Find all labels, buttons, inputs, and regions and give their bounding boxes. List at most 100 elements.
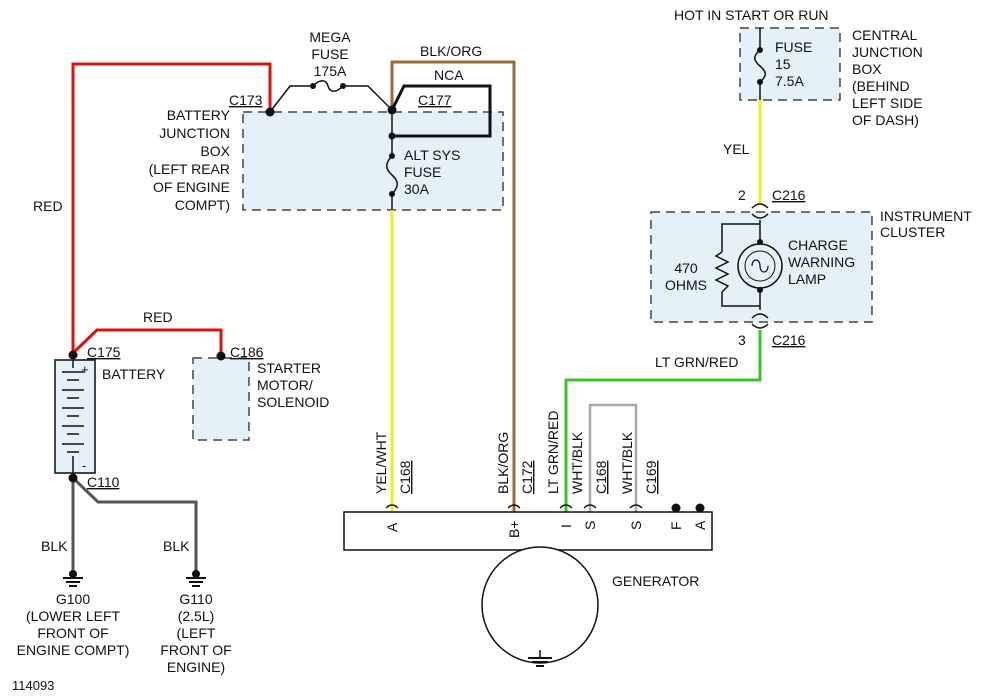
gen-pin-a-2: A: [692, 520, 708, 530]
svg-text:WARNING: WARNING: [788, 254, 855, 270]
pin-2-label: 2: [738, 187, 746, 203]
svg-text:MEGA: MEGA: [309, 29, 351, 45]
g100-ground-icon: [63, 577, 83, 587]
c216-top-label: C216: [772, 187, 806, 203]
c216-bottom-label: C216: [772, 332, 806, 348]
battery-label: BATTERY: [102, 366, 166, 382]
svg-text:470: 470: [674, 260, 698, 276]
battery-junction-box: [242, 111, 504, 211]
c216-top-connector-icon: [751, 203, 769, 219]
svg-text:JUNCTION: JUNCTION: [852, 44, 923, 60]
svg-text:BATTERY: BATTERY: [167, 107, 231, 123]
svg-text:(2.5L): (2.5L): [178, 608, 215, 624]
c216-bottom-connector-icon: [751, 313, 769, 329]
gen-pin-a: A: [384, 522, 400, 532]
svg-text:15: 15: [775, 56, 791, 72]
c175-label: C175: [87, 344, 121, 360]
svg-text:175A: 175A: [314, 63, 347, 79]
g100-label: G100 (LOWER LEFT FRONT OF ENGINE COMPT): [17, 591, 130, 658]
red-starter-label: RED: [143, 309, 173, 325]
svg-text:MOTOR/: MOTOR/: [257, 377, 313, 393]
mega-fuse-element: [312, 80, 344, 92]
central-junction-box: [739, 27, 841, 101]
svg-text:(LEFT REAR: (LEFT REAR: [149, 161, 230, 177]
blk-left-label: BLK: [41, 538, 68, 554]
yel-label: YEL: [723, 141, 750, 157]
battery-cells-icon: [62, 360, 84, 473]
alt-sys-fuse-label: ALT SYS FUSE 30A: [404, 147, 460, 197]
svg-text:INSTRUMENT: INSTRUMENT: [880, 208, 972, 224]
figure-id: 114093: [12, 678, 54, 693]
battery-junction-box-label: BATTERY JUNCTION BOX (LEFT REAR OF ENGIN…: [149, 107, 231, 213]
svg-text:COMPT): COMPT): [175, 197, 230, 213]
lt-grn-red-wire: [564, 330, 762, 512]
central-junction-box-label: CENTRAL JUNCTION BOX (BEHIND LEFT SIDE O…: [852, 27, 923, 128]
gen-pin-s-2: S: [628, 521, 644, 530]
battery-plus: +: [81, 362, 89, 377]
nca-label: NCA: [434, 67, 464, 83]
gen-wire-label-lt-grn-red: LT GRN/RED: [545, 411, 561, 495]
svg-text:CHARGE: CHARGE: [788, 237, 848, 253]
fuse-15-label: FUSE 15 7.5A: [775, 39, 812, 89]
svg-text:OF DASH): OF DASH): [852, 112, 919, 128]
cjb-fuse-element: [754, 49, 766, 83]
red-left-label: RED: [33, 198, 63, 214]
svg-text:G110: G110: [179, 591, 212, 607]
svg-text:JUNCTION: JUNCTION: [159, 125, 230, 141]
c110-label: C110: [87, 474, 120, 490]
g110-label: G110 (2.5L) (LEFT FRONT OF ENGINE): [160, 591, 231, 675]
gen-pin-f: F: [668, 521, 684, 530]
generator-pin-connectors: [385, 504, 643, 509]
svg-text:STARTER: STARTER: [257, 360, 321, 376]
generator-connector-block: [343, 511, 713, 551]
gen-wire-label-wht-blk-2: WHT/BLK: [619, 431, 635, 494]
c173-label: C173: [229, 92, 263, 108]
svg-text:LEFT SIDE: LEFT SIDE: [852, 95, 923, 111]
gen-pin-i: I: [558, 524, 574, 528]
battery-minus: -: [82, 458, 86, 473]
blk-org-top-label: BLK/ORG: [420, 43, 482, 59]
gen-conn-label-c169: C169: [643, 460, 659, 494]
instrument-cluster-label: INSTRUMENT CLUSTER: [880, 208, 972, 240]
blk-wire-g110: [71, 476, 198, 574]
gen-wire-label-blk-org: BLK/ORG: [495, 432, 511, 494]
mega-fuse-label: MEGA FUSE 175A: [309, 29, 351, 79]
svg-text:30A: 30A: [404, 181, 430, 197]
svg-text:BOX: BOX: [852, 61, 882, 77]
lamp-inner-ring: [744, 250, 776, 282]
charge-warning-lamp-label: CHARGE WARNING LAMP: [788, 237, 855, 287]
hot-in-start-or-run-label: HOT IN START OR RUN: [674, 7, 829, 23]
mega-fuse-link: [269, 85, 393, 113]
svg-text:(LEFT: (LEFT: [177, 625, 216, 641]
resistor-470-ohms: [714, 251, 730, 293]
starter-motor-box: [192, 357, 250, 441]
gen-conn-label-c172: C172: [519, 460, 535, 494]
nca-wire: [390, 84, 492, 138]
generator-body: [481, 546, 599, 664]
gen-pin-b-plus: B+: [506, 520, 522, 538]
svg-text:SOLENOID: SOLENOID: [257, 394, 329, 410]
gen-conn-label-c168-a: C168: [397, 460, 413, 494]
svg-text:OHMS: OHMS: [665, 277, 707, 293]
cluster-internal-wiring: [721, 220, 761, 310]
wht-blk-wire: [588, 403, 638, 512]
svg-text:FUSE: FUSE: [775, 39, 812, 55]
instrument-cluster-box: [650, 211, 873, 323]
c177-label: C177: [418, 92, 452, 108]
svg-text:LAMP: LAMP: [788, 271, 826, 287]
svg-text:CLUSTER: CLUSTER: [880, 224, 945, 240]
svg-text:(LOWER LEFT: (LOWER LEFT: [26, 608, 121, 624]
gen-pin-s-1: S: [582, 521, 598, 530]
svg-text:G100: G100: [56, 591, 90, 607]
alt-sys-fuse-element: [386, 155, 398, 195]
gen-wire-label-yel-wht: YEL/WHT: [373, 431, 389, 494]
red-wire-battery-to-c173: [71, 62, 272, 353]
svg-text:ENGINE): ENGINE): [167, 659, 225, 675]
resistor-label: 470 OHMS: [665, 260, 707, 293]
blk-org-wire: [390, 60, 516, 512]
svg-text:OF ENGINE: OF ENGINE: [153, 179, 230, 195]
g110-ground-icon: [186, 577, 206, 587]
svg-text:FUSE: FUSE: [311, 46, 348, 62]
svg-text:FUSE: FUSE: [404, 164, 441, 180]
